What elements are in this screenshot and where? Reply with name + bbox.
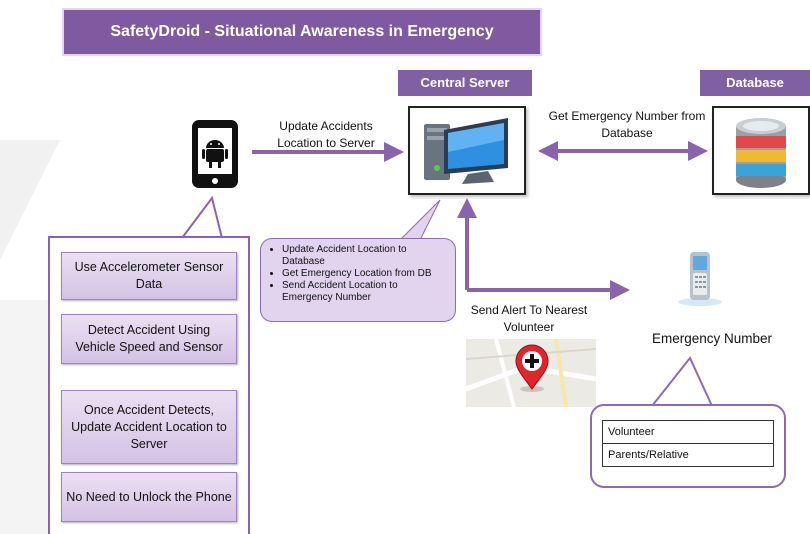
central-server-header: Central Server — [398, 70, 532, 96]
contacts-table: Volunteer Parents/Relative — [602, 420, 774, 467]
send-alert-label: Send Alert To Nearest Volunteer — [470, 303, 588, 334]
contact-cell: Parents/Relative — [602, 443, 774, 467]
phone-step: Use Accelerometer Sensor Data — [61, 252, 237, 300]
diagram-title: SafetyDroid - Situational Awareness in E… — [62, 8, 542, 56]
server-tasks-callout: Update Accident Location to Database Get… — [260, 238, 456, 322]
database-icon — [736, 118, 786, 188]
server-task-item: Get Emergency Location from DB — [282, 268, 447, 280]
contact-cell: Volunteer — [602, 420, 774, 444]
computer-icon — [424, 118, 508, 184]
database-header: Database — [700, 70, 810, 96]
phone-step: Detect Accident Using Vehicle Speed and … — [61, 314, 237, 364]
mobile-phone-icon — [678, 252, 722, 306]
phone-step: No Need to Unlock the Phone — [61, 472, 237, 522]
server-callout-pointer — [399, 199, 441, 241]
map-pin-icon — [466, 339, 596, 407]
table-row: Parents/Relative — [602, 443, 774, 467]
database-box — [712, 106, 810, 195]
android-phone-icon — [192, 120, 238, 188]
phone-callout-pointer — [181, 195, 223, 239]
emergency-number-label: Emergency Number — [651, 331, 773, 346]
central-server-box — [408, 106, 526, 195]
server-task-item: Update Accident Location to Database — [282, 244, 447, 268]
phone-step: Once Accident Detects, Update Accident L… — [61, 390, 237, 464]
phone-to-server-label: Update Accidents Location to Server — [277, 119, 375, 150]
table-row: Volunteer — [602, 420, 774, 444]
server-task-item: Send Accident Location to Emergency Numb… — [282, 280, 447, 304]
emergency-contacts-panel: Volunteer Parents/Relative — [590, 404, 786, 488]
server-database-label: Get Emergency Number from Database — [548, 109, 706, 140]
contacts-callout-pointer — [651, 356, 713, 407]
phone-steps-panel: Use Accelerometer Sensor Data Detect Acc… — [48, 236, 250, 534]
